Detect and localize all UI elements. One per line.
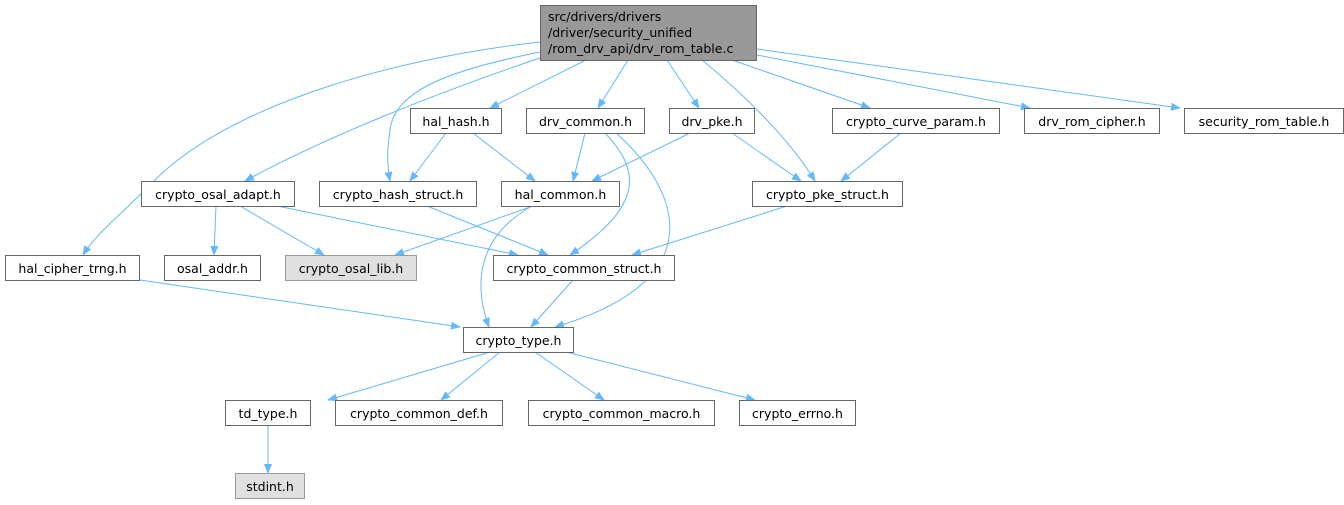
node-stdint: stdint.h [235,473,305,499]
edge-crypto-type-to-crypto-common-macro [534,351,605,401]
node-hal-common[interactable]: hal_common.h [501,181,620,207]
root-line-3: /rom_drv_api/drv_rom_table.c [548,41,734,56]
edge-drv-common-to-crypto-type [554,132,671,329]
edge-drv-pke-to-crypto-pke-struct [731,132,802,182]
edge-crypto-osal-adapt-to-osal-addr [210,205,219,256]
root-line-1: src/drivers/drivers [548,9,662,24]
edge-crypto-common-struct-to-crypto-type [530,279,574,328]
node-crypto-type[interactable]: crypto_type.h [463,327,574,353]
node-security-rom-table[interactable]: security_rom_table.h [1184,108,1344,134]
node-crypto-hash-struct[interactable]: crypto_hash_struct.h [319,181,477,207]
edge-root-to-crypto-pke-struct [701,59,816,182]
edge-crypto-osal-adapt-to-crypto-osal-lib [239,205,325,256]
node-td-type[interactable]: td_type.h [225,400,311,426]
edge-crypto-curve-param-to-crypto-pke-struct [840,132,902,182]
node-hal-cipher-trng[interactable]: hal_cipher_trng.h [5,255,140,281]
node-crypto-osal-adapt[interactable]: crypto_osal_adapt.h [141,181,295,207]
edge-drv-common-to-hal-common [571,132,586,182]
edge-root-to-crypto-curve-param [731,59,871,109]
edge-hal-common-to-crypto-type [480,205,533,328]
edge-drv-pke-to-hal-common [591,132,691,182]
edge-crypto-type-to-crypto-common-def [440,351,501,401]
node-drv-rom-cipher[interactable]: drv_rom_cipher.h [1024,108,1160,134]
edge-root-to-crypto-osal-adapt [244,57,541,182]
edge-hal-hash-to-crypto-hash-struct [409,132,447,182]
edge-root-to-drv-pke [666,59,700,109]
node-crypto-curve-param[interactable]: crypto_curve_param.h [832,108,1000,134]
edge-hal-common-to-crypto-osal-lib [394,205,534,256]
edge-crypto-hash-struct-to-crypto-common-struct [426,205,549,256]
node-crypto-common-struct[interactable]: crypto_common_struct.h [493,255,675,281]
edge-drv-common-to-crypto-common-struct [569,132,631,256]
node-crypto-pke-struct[interactable]: crypto_pke_struct.h [752,181,903,207]
root-file-node: src/drivers/drivers /driver/security_uni… [540,5,757,61]
node-osal-addr[interactable]: osal_addr.h [164,255,261,281]
node-hal-hash[interactable]: hal_hash.h [410,108,502,134]
edge-root-to-security-rom-table [756,48,1181,111]
edge-hal-cipher-trng-to-crypto-type [139,279,461,330]
edge-crypto-pke-struct-to-crypto-common-struct [631,205,788,257]
edge-root-to-drv-common [597,59,629,109]
edge-crypto-osal-adapt-to-crypto-common-struct [276,205,519,258]
node-crypto-common-def[interactable]: crypto_common_def.h [335,400,503,426]
node-drv-pke[interactable]: drv_pke.h [669,108,755,134]
edge-crypto-type-to-crypto-errno [565,351,756,402]
edge-root-to-hal-cipher-trng [82,41,541,256]
edge-hal-hash-to-hal-common [472,132,536,182]
node-crypto-osal-lib: crypto_osal_lib.h [285,255,417,281]
root-line-2: /driver/security_unified [548,25,693,40]
edge-root-to-drv-rom-cipher [756,54,1031,111]
edge-root-to-hal-hash [489,59,587,109]
node-drv-common[interactable]: drv_common.h [526,108,645,134]
edge-root-to-crypto-hash-struct [384,51,541,182]
node-crypto-common-macro[interactable]: crypto_common_macro.h [528,400,715,426]
edge-crypto-type-to-td-type [327,351,491,402]
node-crypto-errno[interactable]: crypto_errno.h [739,400,856,426]
